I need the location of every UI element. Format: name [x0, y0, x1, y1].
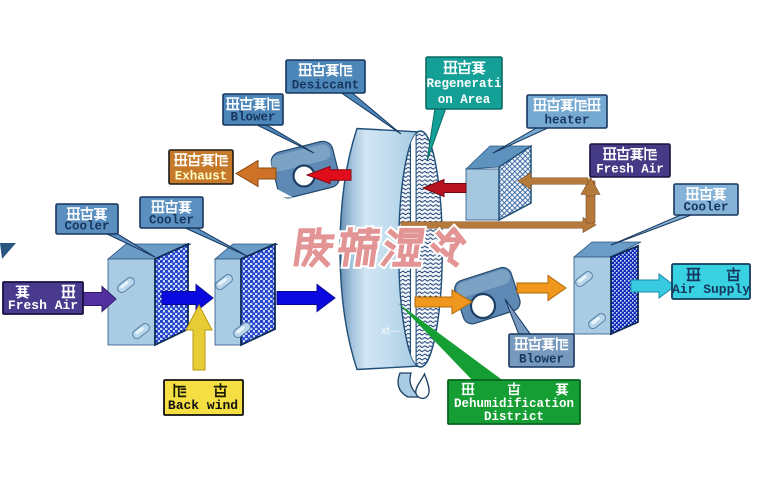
svg-text:Fresh Air: Fresh Air — [596, 163, 664, 177]
svg-text:District: District — [484, 410, 544, 424]
svg-text:heater: heater — [544, 114, 589, 128]
svg-text:Desiccant: Desiccant — [292, 79, 360, 93]
svg-text:Cooler: Cooler — [149, 214, 194, 228]
svg-text:xt—: xt— — [381, 325, 401, 337]
svg-text:on Area: on Area — [438, 93, 491, 107]
svg-text:Blower: Blower — [230, 111, 275, 125]
svg-text:Blower: Blower — [519, 353, 564, 367]
svg-text:Cooler: Cooler — [64, 220, 109, 234]
svg-text:Back wind: Back wind — [168, 398, 238, 413]
svg-text:Fresh Air: Fresh Air — [8, 298, 78, 313]
svg-text:Exhaust: Exhaust — [175, 170, 228, 184]
svg-text:Regenerati: Regenerati — [426, 77, 501, 91]
svg-text:Dehumidification: Dehumidification — [454, 397, 574, 411]
svg-text:Air Supply: Air Supply — [672, 282, 750, 297]
svg-text:Cooler: Cooler — [683, 201, 728, 215]
